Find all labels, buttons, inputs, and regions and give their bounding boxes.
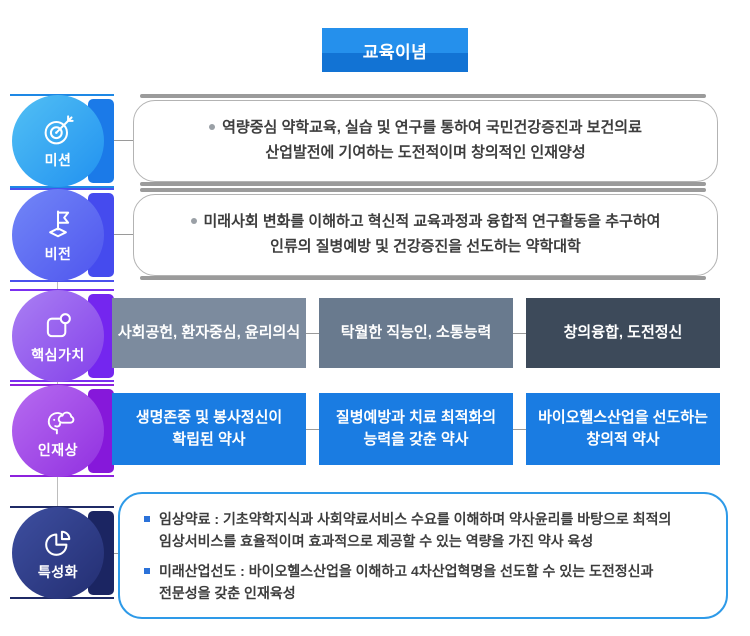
vision-statement-box: 미래사회 변화를 이해하고 혁신적 교육과정과 융합적 연구활동을 추구하여 인… xyxy=(133,194,718,276)
specialization-box: 임상약료 : 기초약학지식과 사회약료서비스 수요를 이해하며 약사윤리를 바탕… xyxy=(118,492,728,619)
bullet-dot-icon xyxy=(209,124,216,131)
bullet-dot-icon xyxy=(190,218,197,225)
core-values-node: 핵심가치 xyxy=(12,290,104,382)
core-value-cell-1: 사회공헌, 환자중심, 윤리의식 xyxy=(112,298,306,368)
core-value-cell-3: 창의융합, 도전정신 xyxy=(526,298,720,368)
mission-box-bottom-rule xyxy=(140,182,706,186)
core-cell-connector-1 xyxy=(306,333,319,334)
vision-node: 비전 xyxy=(12,189,104,281)
mind-icon xyxy=(40,403,76,439)
mission-statement-line-2: 산업발전에 기여하는 도전적이며 창의적인 인재양성 xyxy=(265,144,586,161)
bullet-square-icon xyxy=(144,568,150,575)
talent-node: 인재상 xyxy=(12,385,104,477)
mission-connector xyxy=(104,140,133,141)
mission-node: 미션 xyxy=(12,95,104,187)
badge-icon xyxy=(40,308,76,344)
core-values-label: 핵심가치 xyxy=(31,346,85,363)
core-value-cell-2: 탁월한 직능인, 소통능력 xyxy=(319,298,513,368)
talent-cell-connector-1 xyxy=(306,429,319,430)
specialization-node: 특성화 xyxy=(12,507,104,599)
flag-icon xyxy=(40,207,76,243)
vision-box-bottom-rule xyxy=(140,276,706,280)
vision-box-top-rule xyxy=(140,188,706,192)
talent-cell-connector-2 xyxy=(513,429,526,430)
vision-accent-bottom xyxy=(10,280,114,282)
pie-chart-icon xyxy=(40,525,76,561)
mission-accent-bottom xyxy=(10,186,114,188)
vision-statement-line-2: 인류의 질병예방 및 건강증진을 선도하는 약학대학 xyxy=(270,238,581,255)
page-title: 교육이념 xyxy=(322,28,468,72)
vision-connector xyxy=(104,234,133,235)
bullet-square-icon xyxy=(144,516,150,522)
mission-statement-box: 역량중심 약학교육, 실습 및 연구를 통하여 국민건강증진과 보건의료 산업발… xyxy=(133,100,718,182)
mission-box-top-rule xyxy=(140,94,706,98)
mission-label: 미션 xyxy=(44,151,72,168)
specialization-label: 특성화 xyxy=(37,563,79,580)
target-icon xyxy=(40,113,76,149)
talent-label: 인재상 xyxy=(37,441,79,458)
core-cell-connector-2 xyxy=(513,333,526,334)
vision-statement-line-1: 미래사회 변화를 이해하고 혁신적 교육과정과 융합적 연구활동을 추구하여 xyxy=(190,210,660,235)
vision-label: 비전 xyxy=(44,245,72,262)
mission-statement-line-1: 역량중심 약학교육, 실습 및 연구를 통하여 국민건강증진과 보건의료 xyxy=(209,116,642,141)
specialization-item-2: 미래산업선도 : 바이오헬스산업을 이해하고 4차산업혁명을 선도할 수 있는 … xyxy=(144,561,706,604)
specialization-item-1: 임상약료 : 기초약학지식과 사회약료서비스 수요를 이해하며 약사윤리를 바탕… xyxy=(144,509,706,552)
